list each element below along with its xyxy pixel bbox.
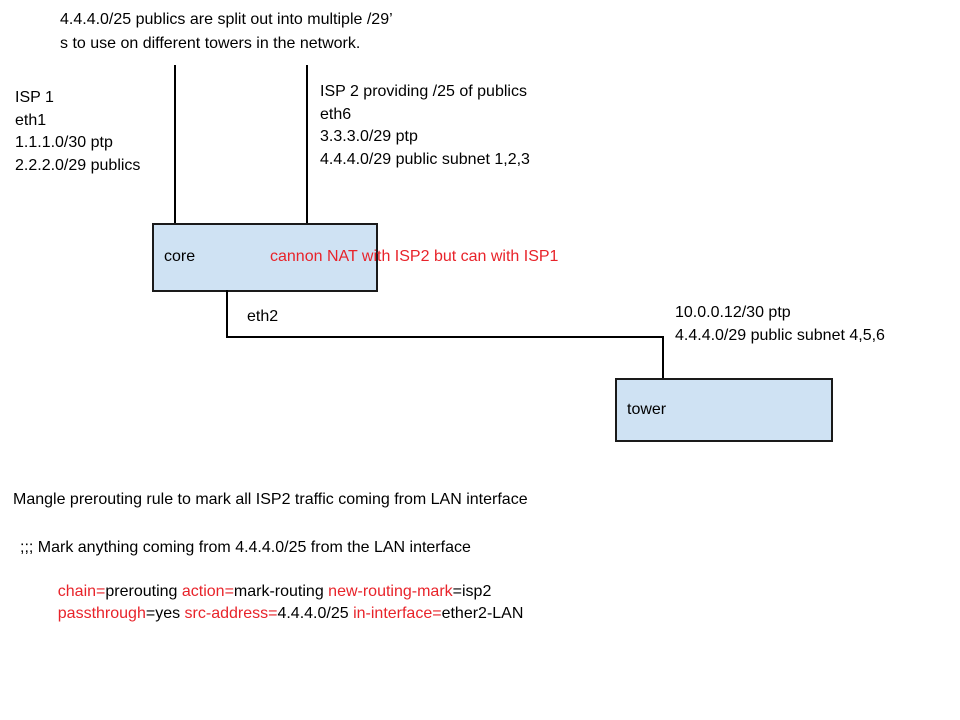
diagram-note-line1: 4.4.4.0/25 publics are split out into mu… xyxy=(60,11,393,28)
rule1-action-key: action= xyxy=(181,583,234,601)
isp2-public-subnet: 4.4.4.0/29 public subnet 1,2,3 xyxy=(320,150,530,168)
mangle-rule-line-2: passthrough=yes src-address=4.4.4.0/25 i… xyxy=(40,581,524,648)
mangle-rule-line-1: chain=prerouting action=mark-routing new… xyxy=(40,559,492,626)
core-router-label: core xyxy=(164,248,196,266)
isp2-uplink-line xyxy=(306,65,308,223)
core-downlink-line xyxy=(226,290,228,338)
tower-uplink-line xyxy=(662,336,664,380)
nat-annotation: cannon NAT with ISP2 but can with ISP1 xyxy=(270,248,559,265)
diagram-note-line2: s to use on different towers in the netw… xyxy=(60,35,361,52)
rule2-ininterface-value: ether2-LAN xyxy=(441,605,524,623)
diagram-note: 4.4.4.0/25 publics are split out into mu… xyxy=(60,8,393,56)
isp1-public-subnet: 2.2.2.0/29 publics xyxy=(15,156,141,174)
rule2-passthrough-value: =yes xyxy=(145,605,185,623)
rule2-passthrough-key: passthrough xyxy=(57,605,146,623)
isp2-ptp-subnet: 3.3.3.0/29 ptp xyxy=(320,128,418,145)
isp1-interface: eth1 xyxy=(15,111,47,129)
isp1-ptp-subnet: 1.1.1.0/30 ptp xyxy=(15,134,113,151)
tower-node: tower xyxy=(615,378,833,442)
rule1-action-value: mark-routing xyxy=(233,583,329,601)
core-router-node: core xyxy=(152,223,378,292)
mangle-heading: Mangle prerouting rule to mark all ISP2 … xyxy=(13,491,528,508)
isp2-interface: eth6 xyxy=(320,105,352,123)
core-tower-horizontal-line xyxy=(226,336,664,338)
isp2-name: ISP 2 providing /25 of publics xyxy=(320,83,527,100)
isp1-uplink-line xyxy=(174,65,176,223)
tower-ptp-subnet: 10.0.0.12/30 ptp xyxy=(675,304,791,321)
rule1-routingmark-key: new-routing-mark xyxy=(328,583,453,601)
tower-node-label: tower xyxy=(627,400,667,418)
eth2-port-label: eth2 xyxy=(247,308,279,325)
rule2-ininterface-key: in-interface= xyxy=(353,605,442,623)
isp2-label-block: ISP 2 providing /25 of publics eth6 3.3.… xyxy=(320,81,530,171)
rule2-srcaddress-value: 4.4.4.0/25 xyxy=(277,605,354,623)
isp1-name: ISP 1 xyxy=(15,89,54,106)
rule1-chain-key: chain= xyxy=(57,583,106,601)
mangle-comment: ;;; Mark anything coming from 4.4.4.0/25… xyxy=(20,539,471,556)
isp1-label-block: ISP 1 eth1 1.1.1.0/30 ptp 2.2.2.0/29 pub… xyxy=(15,87,140,177)
rule2-srcaddress-key: src-address= xyxy=(184,605,278,623)
tower-link-label-block: 10.0.0.12/30 ptp 4.4.4.0/29 public subne… xyxy=(675,301,885,347)
rule1-routingmark-value: =isp2 xyxy=(452,583,492,601)
tower-public-subnet: 4.4.4.0/29 public subnet 4,5,6 xyxy=(675,327,885,344)
rule1-chain-value: prerouting xyxy=(105,583,182,601)
